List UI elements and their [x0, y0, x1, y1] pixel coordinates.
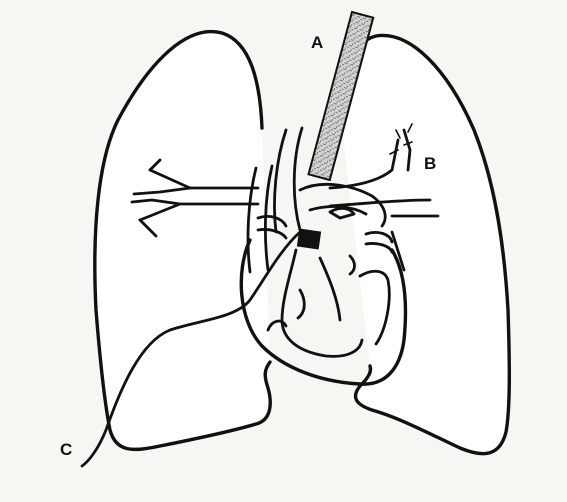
label-b: B	[424, 154, 436, 173]
left-lung-outline	[95, 32, 270, 450]
label-c: C	[60, 440, 72, 459]
label-a: A	[311, 33, 323, 52]
